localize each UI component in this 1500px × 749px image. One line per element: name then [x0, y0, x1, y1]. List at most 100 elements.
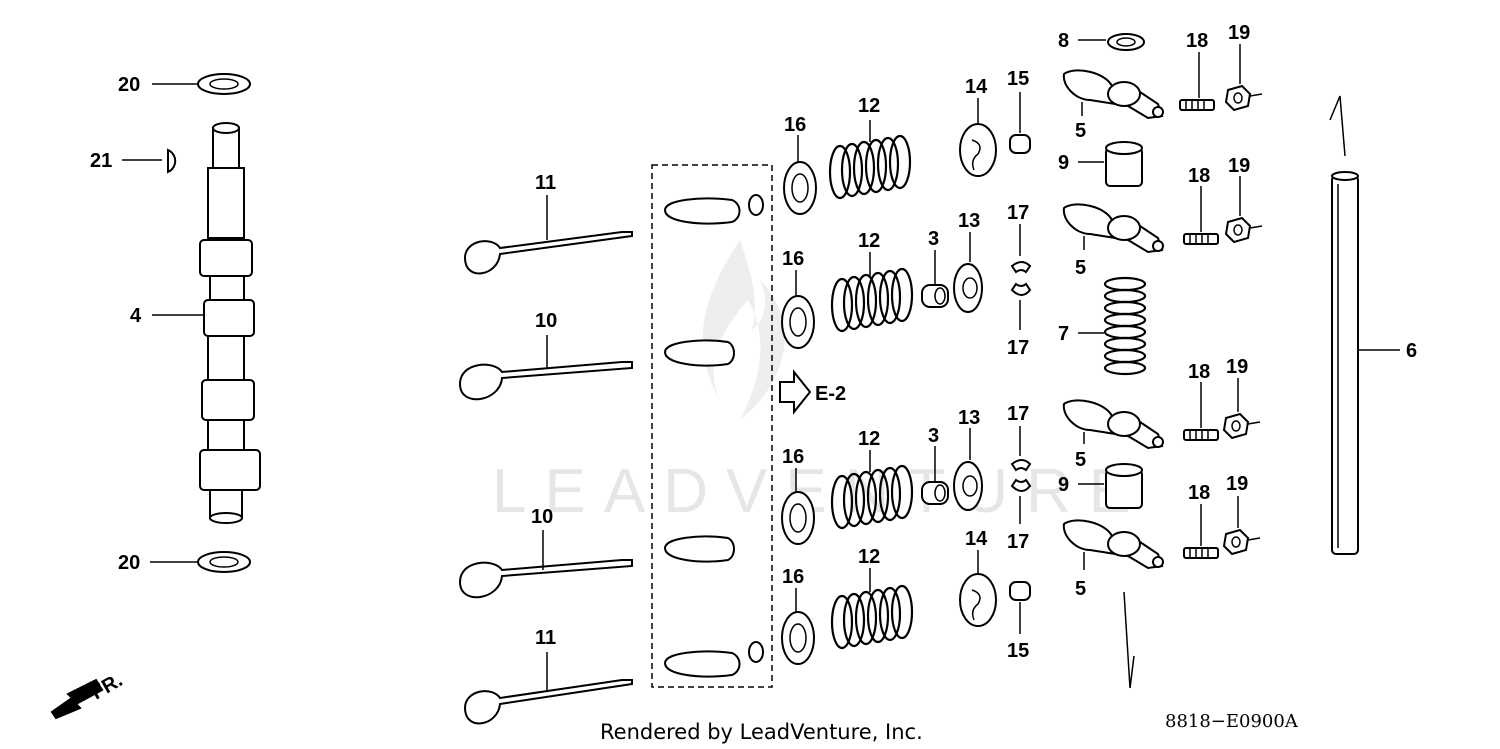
lock-nut[interactable] [1224, 216, 1263, 244]
rendered-by-credit: Rendered by LeadVenture, Inc. [600, 720, 923, 744]
valve-intake[interactable] [458, 361, 633, 401]
callout-18: 18 [1188, 165, 1210, 187]
valve-guide[interactable] [663, 194, 764, 225]
adjusting-screw[interactable] [1183, 547, 1219, 559]
valve-guide[interactable] [663, 641, 764, 678]
lock-nut[interactable] [1222, 528, 1261, 556]
spring-retainer[interactable] [953, 263, 983, 313]
adjusting-screw[interactable] [1179, 99, 1215, 111]
stem-seal[interactable] [921, 284, 949, 308]
rocker-collar[interactable] [1105, 463, 1143, 509]
valve-spring[interactable] [830, 267, 914, 333]
valve-exhaust[interactable] [463, 231, 633, 275]
callout-16: 16 [782, 248, 804, 270]
rocker-shaft-spring[interactable] [1103, 276, 1147, 376]
valve-exhaust[interactable] [463, 679, 633, 725]
callout-4: 4 [130, 305, 142, 327]
woodruff-key[interactable] [167, 148, 177, 174]
callout-20: 20 [118, 552, 140, 574]
rocker-arm[interactable] [1062, 69, 1164, 120]
alignment-line-bottom [1123, 591, 1135, 689]
alignment-line-top [1329, 95, 1346, 157]
spring-retainer[interactable] [953, 461, 983, 511]
callout-12: 12 [858, 546, 880, 568]
thrust-washer-top[interactable] [197, 73, 251, 95]
thrust-washer-bottom[interactable] [197, 551, 251, 573]
rocker-shaft[interactable] [1331, 171, 1359, 555]
diagram-code: 8818−E0900A [1165, 711, 1299, 732]
lock-nut[interactable] [1224, 84, 1263, 112]
callout-17: 17 [1007, 337, 1029, 359]
valve-rotator[interactable] [959, 123, 997, 177]
callout-16: 16 [782, 566, 804, 588]
valve-guide[interactable] [663, 535, 735, 563]
guide-group-box [651, 164, 773, 688]
callout-19: 19 [1228, 22, 1250, 44]
front-marker: FR. [50, 669, 127, 720]
callout-15: 15 [1007, 640, 1029, 662]
stem-seal[interactable] [921, 481, 949, 505]
callout-18: 18 [1188, 361, 1210, 383]
callout-7: 7 [1058, 323, 1069, 345]
callout-17: 17 [1007, 403, 1029, 425]
callout-16: 16 [782, 446, 804, 468]
valve-cotter[interactable] [1010, 282, 1032, 296]
callout-5: 5 [1075, 257, 1086, 279]
valve-cotter[interactable] [1010, 261, 1032, 274]
callout-12: 12 [858, 95, 880, 117]
spring-seat[interactable] [783, 161, 817, 215]
callout-11: 11 [535, 627, 556, 649]
valve-spring[interactable] [828, 134, 912, 200]
callout-9: 9 [1058, 474, 1069, 496]
callout-21: 21 [90, 150, 112, 172]
rocker-arm[interactable] [1062, 399, 1164, 450]
valve-cap[interactable] [1009, 134, 1031, 154]
rocker-arm[interactable] [1062, 519, 1164, 570]
callout-19: 19 [1226, 473, 1248, 495]
callout-17: 17 [1007, 202, 1029, 224]
callout-3: 3 [928, 228, 939, 250]
callout-12: 12 [858, 230, 880, 252]
valve-intake[interactable] [458, 559, 633, 599]
callout-13: 13 [958, 210, 980, 232]
callout-18: 18 [1188, 482, 1210, 504]
adjusting-screw[interactable] [1183, 429, 1219, 441]
valve-cap[interactable] [1009, 581, 1031, 601]
callout-5: 5 [1075, 449, 1086, 471]
callout-5: 5 [1075, 120, 1086, 142]
watermark-text: LEADVENTURE [492, 457, 1148, 526]
callout-14: 14 [965, 76, 988, 98]
spring-seat[interactable] [781, 491, 815, 545]
spring-seat[interactable] [781, 295, 815, 349]
spring-seat[interactable] [781, 611, 815, 665]
valve-cotter[interactable] [1010, 478, 1032, 492]
callout-19: 19 [1226, 356, 1248, 378]
rocker-arm[interactable] [1062, 203, 1164, 254]
lock-nut[interactable] [1222, 412, 1261, 440]
callout-6: 6 [1406, 340, 1417, 362]
adjusting-screw[interactable] [1183, 233, 1219, 245]
valve-cotter[interactable] [1010, 459, 1032, 472]
valve-guide[interactable] [663, 339, 735, 367]
rocker-collar[interactable] [1105, 141, 1143, 187]
reference-e2[interactable]: E-2 [779, 369, 846, 415]
front-arrow-icon [50, 678, 104, 720]
shaft-washer[interactable] [1107, 33, 1145, 51]
callout-19: 19 [1228, 155, 1250, 177]
callout-10: 10 [531, 506, 553, 528]
callout-9: 9 [1058, 152, 1069, 174]
reference-label: E-2 [815, 383, 846, 405]
camshaft[interactable] [199, 122, 261, 524]
front-label: FR. [88, 669, 127, 704]
callout-13: 13 [958, 407, 980, 429]
valve-spring[interactable] [830, 464, 914, 530]
valve-spring[interactable] [830, 584, 914, 650]
callout-20: 20 [118, 74, 140, 96]
callout-8: 8 [1058, 30, 1069, 52]
callout-10: 10 [535, 310, 557, 332]
callout-17: 17 [1007, 531, 1029, 553]
valve-rotator[interactable] [959, 573, 997, 627]
callout-5: 5 [1075, 578, 1086, 600]
callout-16: 16 [784, 114, 806, 136]
